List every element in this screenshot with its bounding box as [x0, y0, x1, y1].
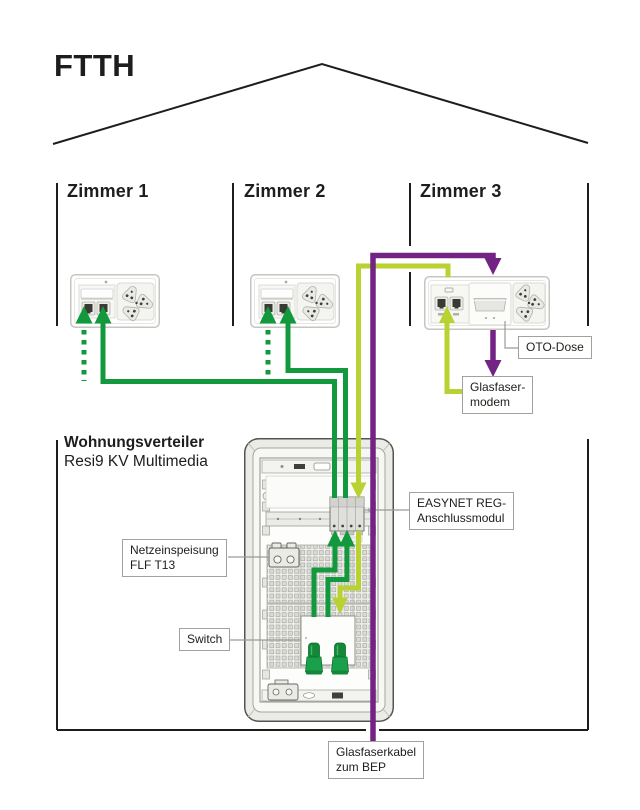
fiber-arrow-into-modem: [484, 360, 502, 377]
callout-connector-oto: [504, 321, 520, 349]
page-title: FTTH: [54, 48, 136, 83]
patch-line-module-to-switch: [337, 531, 361, 599]
patch-line-switch-to-module-2: [325, 544, 350, 617]
lime-links: [332, 263, 462, 614]
callout-switch-label: Switch: [187, 632, 223, 646]
callout-glasfaserkabel-bep: Glasfaserkabel zum BEP: [328, 741, 425, 779]
modem-lan-line: [444, 320, 462, 394]
lan-line-zimmer2: [285, 318, 348, 498]
callout-oto-dose: OTO-Dose: [518, 336, 592, 359]
callout-bep-line2: zum BEP: [336, 760, 387, 774]
house-outline: [52, 62, 589, 731]
patch-arrow-into-switch: [332, 597, 348, 614]
callout-easynet-line2: Anschlussmodul: [417, 511, 505, 525]
room-label-zimmer-3: Zimmer 3: [420, 181, 502, 201]
room-label-zimmer-2: Zimmer 2: [244, 181, 326, 201]
bottom-terminal-device: [267, 679, 299, 701]
distribution-cabinet: [244, 438, 394, 722]
callout-connectors: [228, 321, 520, 641]
lan-line-zimmer1: [100, 318, 337, 498]
patch-arrow-module-2: [339, 530, 355, 547]
ethernet-links: [75, 306, 355, 617]
callout-netz-line2: FLF T13: [130, 558, 176, 572]
lan-arrow-zimmer2-optional: [259, 306, 277, 324]
modem-lan-arrow: [439, 306, 455, 323]
lan-arrow-zimmer1-optional: [75, 306, 93, 324]
netzeinspeisung-flf-device: [268, 542, 300, 568]
roof-line: [52, 62, 589, 145]
callout-netzeinspeisung: Netzeinspeisung FLF T13: [122, 539, 227, 577]
patch-arrow-module-1: [327, 530, 343, 547]
callout-oto-dose-label: OTO-Dose: [526, 340, 584, 354]
callout-easynet-module: EASYNET REG- Anschlussmodul: [409, 492, 515, 530]
room-label-zimmer-1: Zimmer 1: [67, 181, 149, 201]
callout-netz-line1: Netzeinspeisung: [130, 543, 219, 557]
lan-arrow-zimmer2: [279, 306, 297, 324]
fiber-links: [370, 252, 502, 744]
callout-glasfaser-modem: Glasfaser- modem: [462, 376, 534, 414]
callout-switch: Switch: [179, 628, 231, 651]
patch-line-switch-to-module-1: [311, 544, 338, 617]
lan-line-zimmer3: [356, 263, 451, 484]
fiber-line-bep-to-oto: [370, 252, 496, 744]
distributor-name: Wohnungsverteiler: [64, 434, 205, 451]
distributor-model: Resi9 KV Multimedia: [64, 453, 208, 470]
fiber-arrow-into-oto: [484, 258, 502, 275]
callout-bep-line1: Glasfaserkabel: [336, 745, 417, 759]
lan-arrow-zimmer1: [94, 306, 112, 324]
callout-easynet-line1: EASYNET REG-: [417, 496, 507, 510]
lan-arrow-into-easynet: [350, 482, 367, 499]
callout-modem-line2: modem: [470, 395, 511, 409]
callout-modem-line1: Glasfaser-: [470, 380, 526, 394]
